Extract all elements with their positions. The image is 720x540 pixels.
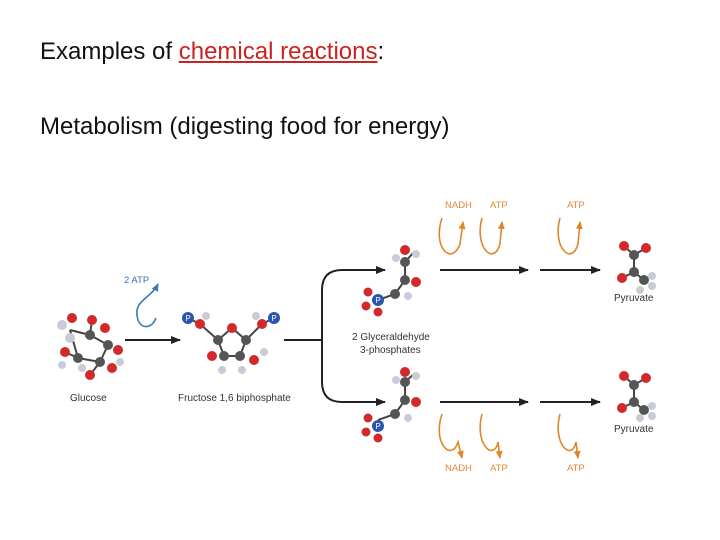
curve-top-atp-1 — [479, 217, 505, 255]
cofactor-top-atp-2: ATP — [567, 200, 585, 211]
chemical-reactions-link[interactable]: chemical reactions — [178, 38, 378, 65]
fructose-molecule: P P — [182, 312, 280, 374]
cofactor-bottom-nadh: NADH — [445, 463, 472, 474]
curve-bottom-atp-1 — [479, 413, 503, 459]
slide-heading: Examples of chemical reactions: — [40, 38, 384, 66]
curve-bottom-nadh — [438, 413, 464, 459]
phosphate-symbol-top: P — [375, 296, 380, 305]
curve-bottom-atp-2 — [557, 413, 581, 459]
g3p-molecule-top: P — [361, 245, 421, 317]
curve-top-nadh — [438, 217, 466, 255]
cofactor-bottom-atp-2: ATP — [567, 463, 585, 474]
split-arrow-bottom — [321, 340, 386, 406]
curve-top-atp-2 — [557, 217, 583, 255]
heading-suffix: : — [377, 38, 385, 65]
g3p-label-line1: 2 Glyceraldehyde — [352, 332, 430, 343]
phosphate-symbol-right: P — [271, 314, 276, 323]
cofactor-top-nadh: NADH — [445, 200, 472, 211]
pyruvate-label-top: Pyruvate — [614, 293, 654, 304]
phosphate-symbol-left: P — [185, 314, 190, 323]
fructose-label: Fructose 1,6 biphosphate — [178, 393, 291, 404]
heading-prefix: Examples of — [40, 38, 179, 65]
atp-input-label: 2 ATP — [124, 275, 149, 286]
pyruvate-label-bottom: Pyruvate — [614, 424, 654, 435]
cofactor-bottom-atp-1: ATP — [490, 463, 508, 474]
phosphate-symbol-bottom: P — [375, 422, 380, 431]
g3p-molecule-bottom: P — [361, 367, 421, 443]
split-arrow-top — [321, 266, 386, 340]
pyruvate-molecule-top — [617, 241, 656, 294]
glucose-label: Glucose — [70, 393, 107, 404]
cofactor-top-atp-1: ATP — [490, 200, 508, 211]
pyruvate-molecule-bottom — [617, 371, 656, 422]
atp-input-curve — [136, 283, 159, 321]
glucose-molecule — [57, 313, 124, 380]
g3p-label-line2: 3-phosphates — [360, 345, 421, 356]
slide-subheading: Metabolism (digesting food for energy) — [40, 113, 450, 140]
